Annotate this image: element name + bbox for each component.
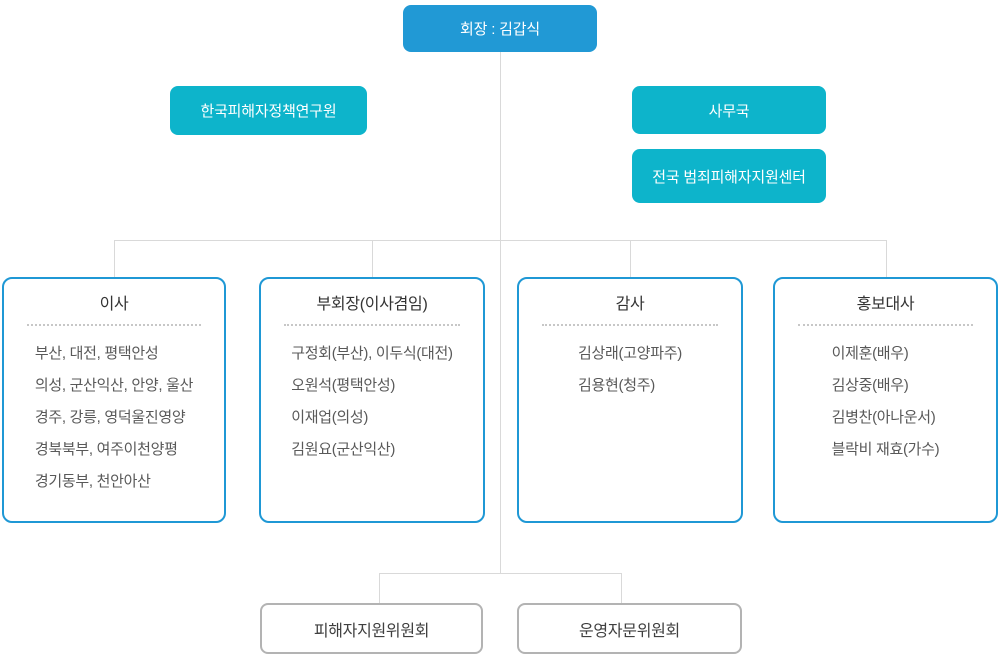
support-center-box: 전국 범죄피해자지원센터 — [632, 149, 826, 203]
member-line: 경북북부, 여주이천양평 — [34, 441, 178, 458]
vice-chairman-content: 구정회(부산), 이두식(대전) 오원석(평택안성) 이재업(의성) 김원요(군산익산… — [261, 338, 483, 466]
member-line: 이재업(의성) — [291, 409, 369, 426]
vice-chairman-box: 부회장(이사겸임) 구정회(부산), 이두식(대전) 오원석(평택안성) 이재업(의… — [259, 277, 485, 523]
member-line: 오원석(평택안성) — [291, 377, 396, 394]
research-institute-box: 한국피해자정책연구원 — [170, 86, 367, 135]
vice-chairman-title: 부회장(이사겸임) — [316, 296, 428, 313]
member-line: 블락비 재효(가수) — [831, 441, 940, 458]
dotted-divider — [284, 324, 460, 326]
victim-support-committee-box: 피해자지원위원회 — [260, 603, 483, 654]
operation-advisory-committee-label: 운영자문위원회 — [579, 622, 680, 640]
operation-advisory-committee-box: 운영자문위원회 — [517, 603, 742, 654]
auditors-title: 감사 — [615, 296, 645, 313]
support-center-label: 전국 범죄피해자지원센터 — [652, 168, 806, 186]
member-line: 이제훈(배우) — [831, 345, 909, 362]
member-line: 경주, 강릉, 영덕울진영양 — [34, 409, 186, 426]
member-line: 김병찬(아나운서) — [831, 409, 936, 426]
chairman-box: 회장 : 김갑식 — [403, 5, 597, 52]
connector-line-vertical-main — [500, 52, 501, 573]
victim-support-committee-label: 피해자지원위원회 — [313, 622, 430, 640]
chairman-label: 회장 : 김갑식 — [460, 21, 540, 38]
ambassadors-box: 홍보대사 이제훈(배우) 김상중(배우) 김병찬(아나운서) 블락비 재효(가수) — [773, 277, 998, 523]
member-line: 의성, 군산익산, 안양, 울산 — [34, 377, 194, 394]
connector-line-drop — [379, 573, 380, 603]
connector-line-drop — [621, 573, 622, 603]
member-line: 김상중(배우) — [831, 377, 909, 394]
connector-line-horizontal-bottom — [379, 573, 622, 574]
connector-line-horizontal-top — [114, 240, 886, 241]
dotted-divider — [27, 324, 201, 326]
auditors-content: 김상래(고양파주) 김용현(청주) — [519, 338, 741, 402]
auditors-box: 감사 김상래(고양파주) 김용현(청주) — [517, 277, 743, 523]
member-line: 부산, 대전, 평택안성 — [34, 345, 159, 362]
connector-line-drop — [630, 240, 631, 277]
connector-line-drop — [372, 240, 373, 277]
connector-line-drop — [886, 240, 887, 277]
ambassadors-title: 홍보대사 — [856, 296, 915, 313]
member-line: 경기동부, 천안아산 — [34, 473, 151, 490]
secretariat-box: 사무국 — [632, 86, 826, 134]
dotted-divider — [798, 324, 973, 326]
member-line: 김원요(군산익산) — [291, 441, 396, 458]
dotted-divider — [542, 324, 718, 326]
member-line: 김상래(고양파주) — [578, 345, 682, 362]
connector-line-drop — [114, 240, 115, 277]
ambassadors-content: 이제훈(배우) 김상중(배우) 김병찬(아나운서) 블락비 재효(가수) — [775, 338, 996, 466]
member-line: 김용현(청주) — [578, 377, 655, 394]
secretariat-label: 사무국 — [708, 102, 750, 120]
directors-title: 이사 — [99, 296, 129, 313]
research-institute-label: 한국피해자정책연구원 — [200, 103, 337, 120]
member-line: 구정회(부산), 이두식(대전) — [291, 345, 453, 362]
